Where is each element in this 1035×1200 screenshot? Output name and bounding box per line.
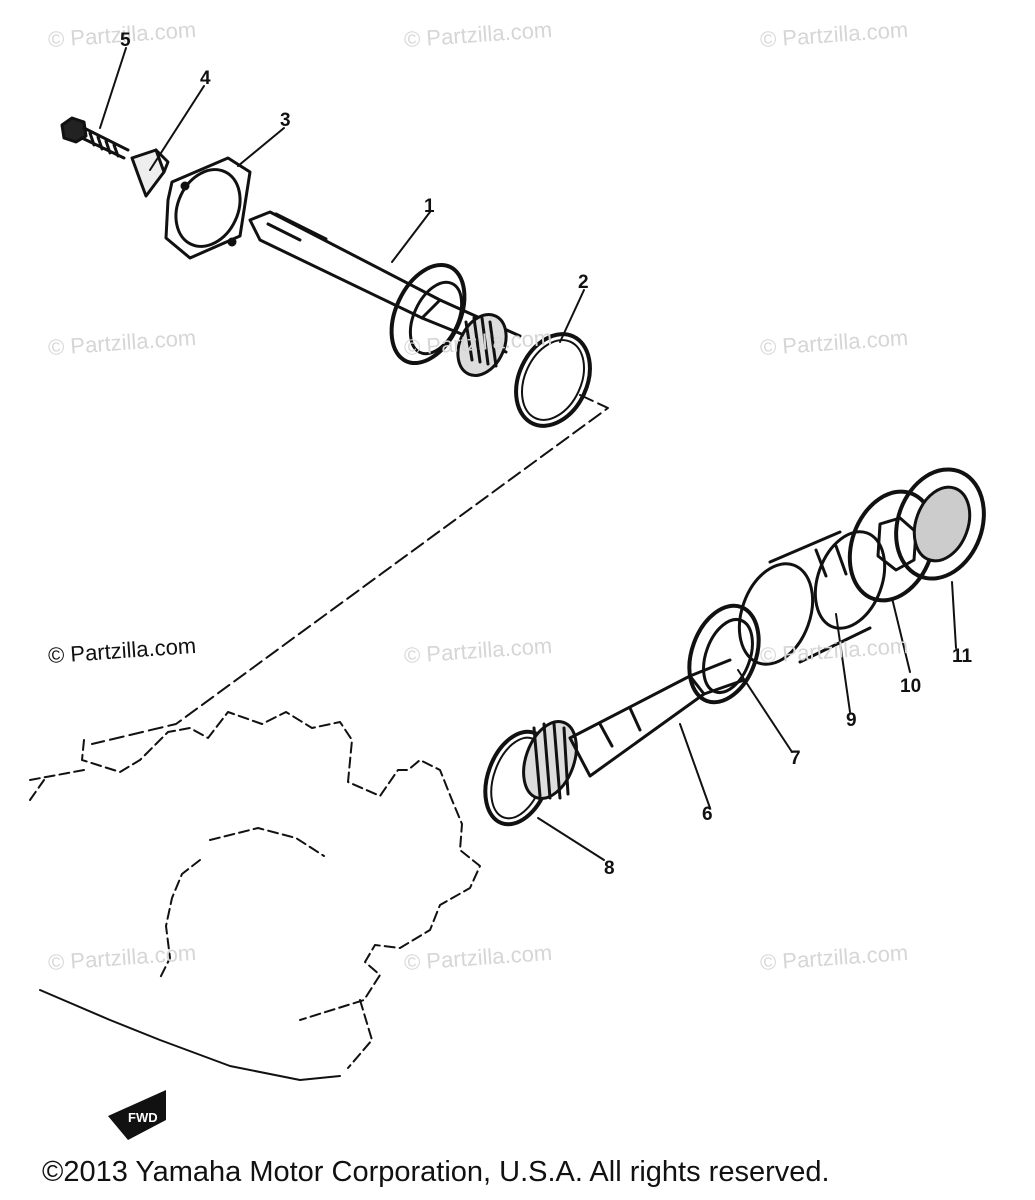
bolt-part-5 [60, 116, 130, 160]
bracket-part-4 [130, 148, 170, 198]
housing-part-9 [737, 530, 887, 666]
callout-10: 10 [900, 676, 922, 697]
callout-7: 7 [790, 748, 801, 769]
callout-4: 4 [200, 68, 211, 89]
callout-6: 6 [702, 804, 713, 825]
callout-5: 5 [120, 30, 131, 51]
callout-8: 8 [604, 858, 615, 879]
fwd-arrow: FWD [108, 1090, 166, 1140]
callout-11: 11 [952, 646, 973, 667]
bearing-part-7 [687, 603, 761, 705]
dashed-leader-line [91, 394, 609, 745]
callout-leaders [99, 47, 957, 861]
bearing-part-11 [894, 467, 986, 581]
callout-9: 9 [846, 710, 857, 731]
callout-2: 2 [578, 272, 589, 293]
callout-1: 1 [424, 196, 435, 217]
crankcase-outline [29, 711, 481, 1081]
fwd-label: FWD [128, 1110, 158, 1125]
gear-upper [456, 313, 508, 377]
plate-part-3 [164, 156, 252, 260]
callout-3: 3 [280, 110, 291, 131]
circlip-part-2 [514, 332, 592, 428]
shaft-part-6 [522, 658, 746, 800]
bearing-upper [389, 262, 467, 366]
copyright-notice: ©2013 Yamaha Motor Corporation, U.S.A. A… [42, 1156, 830, 1188]
